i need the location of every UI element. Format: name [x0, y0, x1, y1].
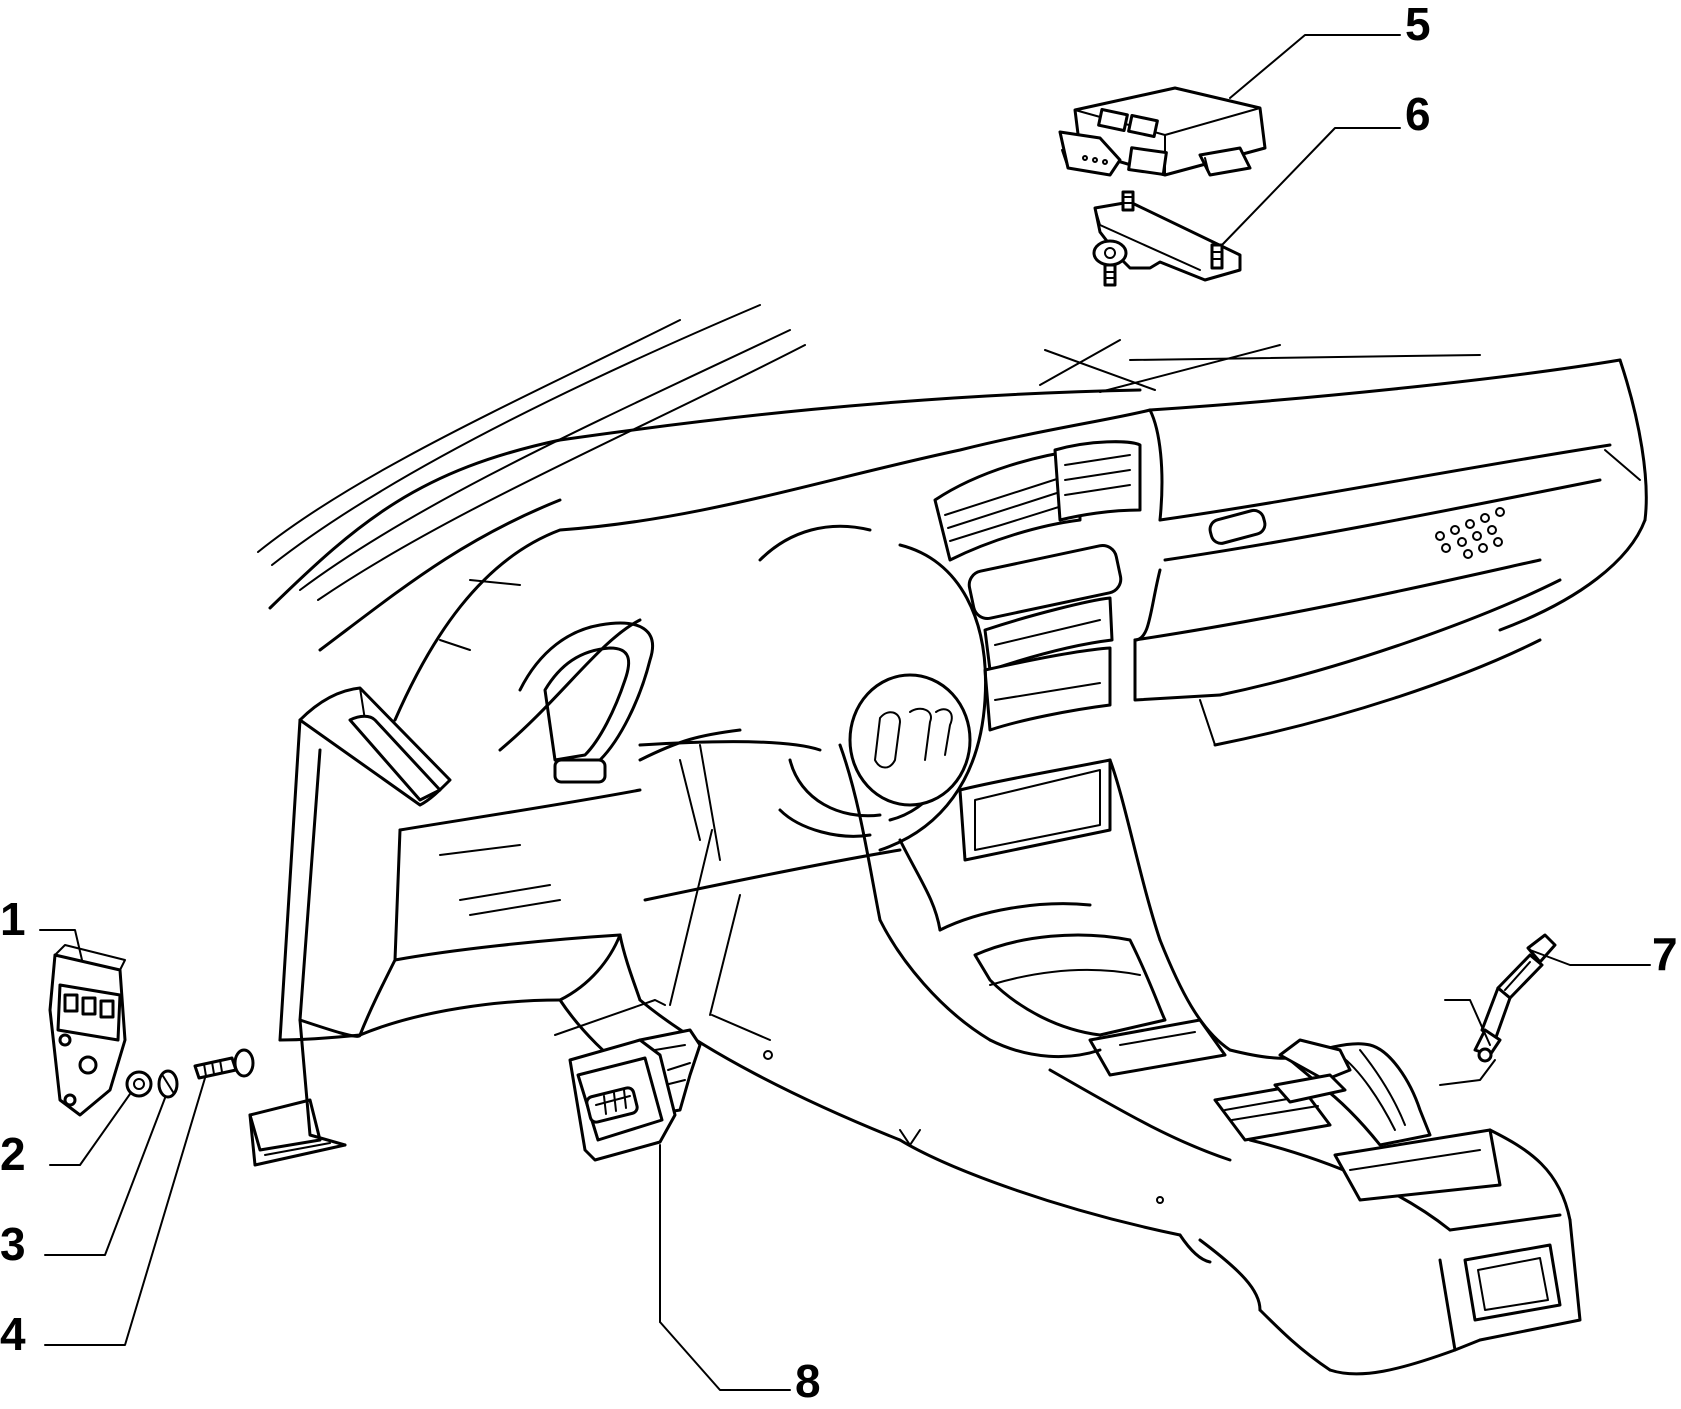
leader-2: [49, 1093, 131, 1166]
leader-4: [44, 1077, 206, 1346]
callout-5: 5: [1405, 0, 1431, 50]
callout-1: 1: [0, 893, 26, 945]
leader-8c: [554, 999, 666, 1036]
leader-8d: [669, 829, 713, 1006]
speaker-grille: [1435, 507, 1505, 559]
part-1-bracket: [48, 944, 127, 1117]
dashboard-assembly: [248, 304, 1648, 1376]
part-5-control-unit: [1058, 86, 1267, 177]
leader-7: [1529, 949, 1651, 966]
leader-7c: [1439, 1059, 1496, 1086]
part-2-nut: [125, 1070, 153, 1098]
leader-5: [1229, 34, 1401, 99]
leader-6: [1221, 127, 1401, 246]
callout-2: 2: [0, 1128, 26, 1180]
leader-8e: [709, 894, 741, 1016]
leader-lines: [39, 34, 1651, 1391]
callout-6: 6: [1405, 88, 1431, 140]
leader-1: [39, 929, 83, 961]
leader-8f: [711, 1014, 771, 1041]
part-6-mounting-plate: [1092, 190, 1242, 287]
callout-3: 3: [0, 1218, 26, 1270]
part-7-switch-sensor: [1473, 933, 1557, 1063]
leader-3: [44, 1097, 166, 1256]
steering-wheel: [758, 524, 988, 852]
part-8-switch-button: [568, 1028, 702, 1162]
part-3-washer: [157, 1069, 179, 1099]
centre-vents: [933, 440, 1142, 732]
leader-8: [659, 1321, 791, 1391]
callout-8: 8: [795, 1355, 821, 1404]
callout-4: 4: [0, 1308, 26, 1360]
part-4-screw: [193, 1048, 255, 1080]
callout-7: 7: [1652, 928, 1678, 980]
leader-7b: [1444, 999, 1491, 1046]
